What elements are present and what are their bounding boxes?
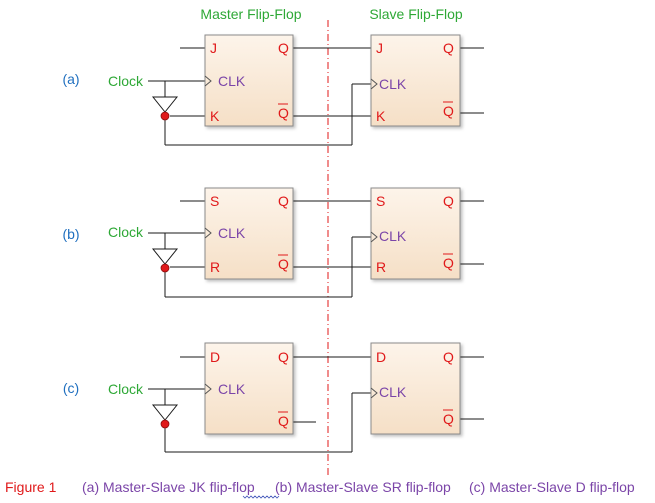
master-flip-flop: D CLK Q Q (204, 342, 294, 435)
output-q: Q (443, 40, 454, 56)
clk-label: CLK (218, 225, 246, 241)
output-q-bar: Q (443, 103, 454, 119)
output-q-bar: Q (443, 411, 454, 427)
output-q-bar: Q (278, 105, 289, 121)
slave-flip-flop: J CLK K Q Q (370, 34, 461, 127)
caption-a: (a) Master-Slave JK flip-flop (82, 479, 255, 495)
input-j: J (210, 40, 217, 56)
output-q: Q (443, 349, 454, 365)
clk-label: CLK (379, 228, 407, 244)
output-q: Q (278, 40, 289, 56)
input-s: S (376, 193, 385, 209)
clock-label: Clock (108, 381, 144, 397)
inverter-triangle (151, 404, 179, 421)
output-q-bar: Q (278, 413, 289, 429)
master-flip-flop: S CLK R Q Q (204, 187, 294, 280)
slave-flip-flop: D CLK Q Q (370, 342, 461, 435)
input-k: K (210, 108, 220, 124)
caption-c: (c) Master-Slave D flip-flop (469, 479, 635, 495)
input-d: D (210, 349, 220, 365)
output-q-bar: Q (443, 255, 454, 271)
output-q-bar: Q (278, 256, 289, 272)
clk-label: CLK (218, 381, 246, 397)
output-q: Q (278, 349, 289, 365)
input-d: D (376, 349, 386, 365)
inverter-bubble (160, 263, 170, 273)
caption-b: (b) Master-Slave SR flip-flop (275, 479, 451, 495)
master-flip-flop: J CLK K Q Q (204, 34, 294, 127)
row-label: (a) (62, 71, 79, 87)
clk-label: CLK (379, 384, 407, 400)
output-q: Q (278, 193, 289, 209)
input-r: R (376, 259, 386, 275)
input-k: K (376, 108, 386, 124)
row-a: (a) Clock J CLK K Q Q (62, 34, 484, 146)
spellcheck-squiggle (242, 495, 280, 499)
clk-label: CLK (218, 73, 246, 89)
slave-header: Slave Flip-Flop (369, 6, 463, 22)
figure-label: Figure 1 (5, 479, 57, 495)
inverter-bubble (160, 419, 170, 429)
inverter-triangle (151, 248, 179, 265)
input-r: R (210, 259, 220, 275)
row-c: (c) Clock D CLK Q Q (63, 342, 484, 453)
inverter-triangle (151, 96, 179, 113)
master-header: Master Flip-Flop (200, 6, 301, 22)
input-s: S (210, 193, 219, 209)
input-j: J (376, 40, 383, 56)
clock-label: Clock (108, 224, 144, 240)
row-b: (b) Clock S CLK R Q Q (62, 187, 484, 298)
inverter-bubble (160, 111, 170, 121)
row-label: (c) (63, 380, 79, 396)
clk-label: CLK (379, 76, 407, 92)
row-label: (b) (62, 226, 79, 242)
slave-flip-flop: S CLK R Q Q (370, 187, 461, 280)
output-q: Q (443, 193, 454, 209)
clock-label: Clock (108, 73, 144, 89)
